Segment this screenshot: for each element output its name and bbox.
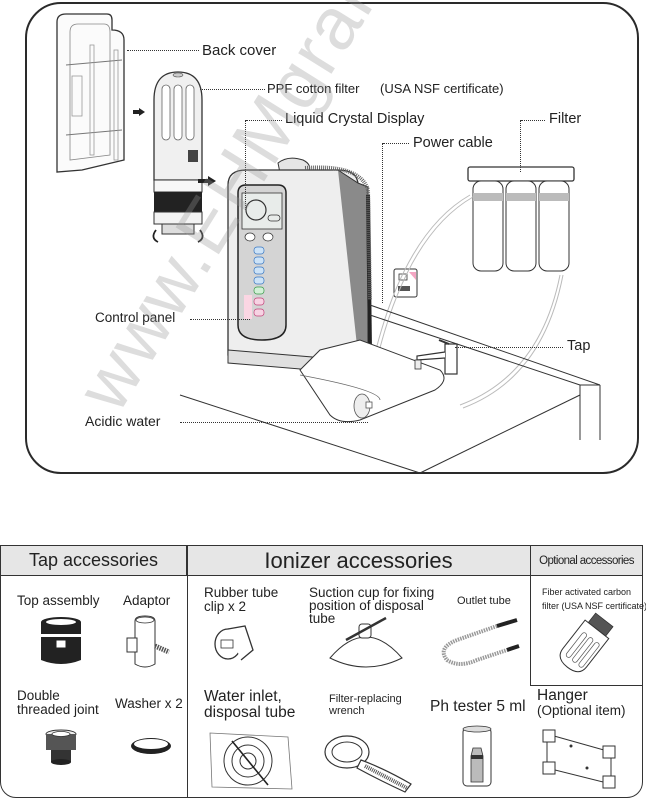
filter-leader-v <box>520 120 521 172</box>
filter-tubes <box>369 194 564 409</box>
item-label-double-threaded-joint-2: threaded joint <box>17 702 99 717</box>
kitchen-counter-sink <box>179 304 601 474</box>
optional-accessories-box <box>530 546 642 686</box>
arrow-right-icon <box>198 176 216 186</box>
item-label-rubber-tube-clip-2: clip x 2 <box>204 599 247 614</box>
lcd-leader-v <box>245 120 246 210</box>
ph-tester-icon <box>462 725 492 787</box>
outlet-tube-icon <box>441 618 520 666</box>
item-label-water-inlet-2: disposal tube <box>204 704 296 721</box>
callout-lcd: Liquid Crystal Display <box>285 111 425 127</box>
item-label-hanger-2: (Optional item) <box>537 703 626 718</box>
power-cable-leader <box>383 143 409 144</box>
callout-back-cover: Back cover <box>202 42 277 59</box>
item-label-carbon-filter-1: Fiber activated carbon <box>542 587 632 597</box>
adaptor-icon <box>126 615 170 668</box>
section-header-tap: Tap accessories <box>1 546 187 576</box>
item-label-washer: Washer x 2 <box>115 696 183 711</box>
filter-leader <box>521 120 545 121</box>
lcd-leader <box>246 120 282 121</box>
suction-cup-on-sink <box>353 393 373 419</box>
ppf-cotton-filter-icon <box>152 71 204 243</box>
item-label-top-assembly: Top assembly <box>17 593 100 608</box>
item-label-wrench-2: wrench <box>329 705 365 717</box>
three-stage-filter-icon <box>467 166 575 272</box>
washer-icon <box>131 738 171 754</box>
rubber-tube-clip-icon <box>214 625 254 661</box>
callout-control-panel: Control panel <box>95 310 176 325</box>
ppf-filter-leader <box>200 89 265 90</box>
item-label-suction-cup-1: Suction cup for fixing <box>309 585 435 600</box>
wrench-icon <box>324 735 412 793</box>
callout-ppf-filter: PPF cotton filter <box>267 81 360 96</box>
arrow-right-icon <box>133 108 145 116</box>
top-assembly-icon <box>41 617 81 664</box>
item-label-double-threaded-joint-1: Double <box>17 688 60 703</box>
back-cover-leader <box>127 50 199 51</box>
callout-acidic-water: Acidic water <box>85 413 161 429</box>
double-threaded-joint-icon <box>45 729 77 765</box>
column-divider <box>187 546 188 797</box>
back-cover-icon <box>56 13 125 173</box>
carbon-filter-icon <box>559 612 614 673</box>
callout-ppf-cert: (USA NSF certificate) <box>380 81 504 96</box>
suction-cup-icon <box>329 616 403 668</box>
item-label-adaptor: Adaptor <box>123 593 171 608</box>
accessories-table: Tap accessories Ionizer accessories Opti… <box>0 545 646 798</box>
callout-power-cable: Power cable <box>413 135 493 151</box>
item-label-wrench-1: Filter-replacing <box>329 693 402 705</box>
item-label-outlet-tube: Outlet tube <box>457 595 511 607</box>
faucet-tap-icon <box>414 339 458 375</box>
section-header-ionizer: Ionizer accessories <box>187 546 530 576</box>
section-header-optional: Optional accessories <box>530 546 642 576</box>
item-label-hanger-1: Hanger <box>537 687 588 704</box>
coiled-tube-icon <box>209 732 293 790</box>
callout-filter: Filter <box>549 111 582 127</box>
callout-tap: Tap <box>567 338 591 354</box>
item-label-rubber-tube-clip-1: Rubber tube <box>204 585 279 600</box>
item-label-ph-tester: Ph tester 5 ml <box>430 698 526 715</box>
control-panel-leader <box>190 319 250 320</box>
tap-leader <box>455 347 563 348</box>
power-cable-leader-v <box>382 143 383 303</box>
water-ionizer-machine <box>227 157 372 374</box>
item-label-carbon-filter-2: filter (USA NSF certificate) <box>542 601 646 611</box>
item-label-suction-cup-2: position of disposal <box>309 598 424 613</box>
hanger-icon <box>542 729 616 789</box>
item-label-suction-cup-3: tube <box>309 611 336 626</box>
acidic-water-leader <box>180 422 368 423</box>
item-label-water-inlet-1: Water inlet, <box>204 688 282 705</box>
